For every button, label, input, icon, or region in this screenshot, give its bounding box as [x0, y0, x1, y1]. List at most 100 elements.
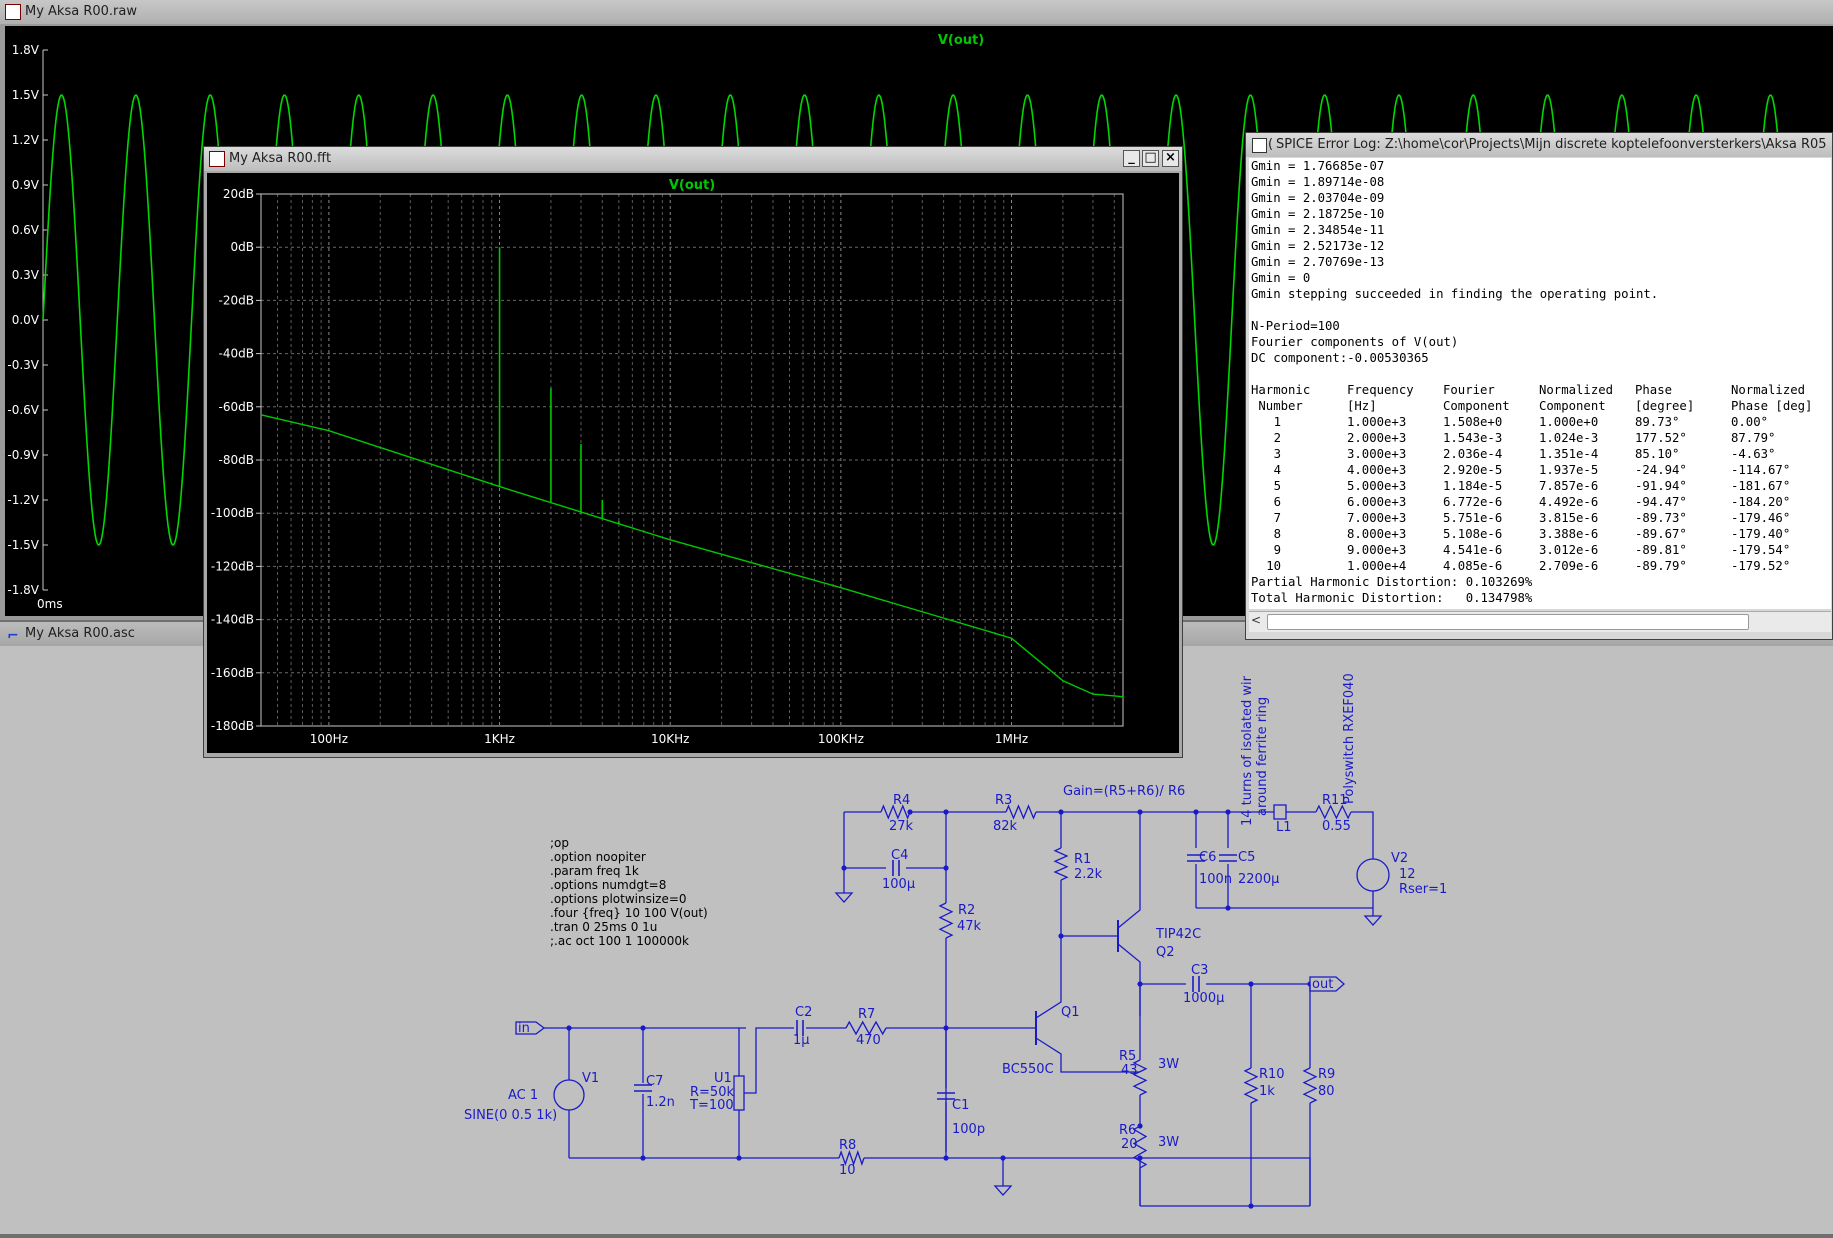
raw-window-titlebar[interactable]: My Aksa R00.raw	[0, 0, 1833, 24]
log-table-cell: 2.709e-6	[1539, 559, 1599, 573]
resistor-R11[interactable]	[1315, 804, 1352, 820]
resistor-R8[interactable]	[838, 1150, 865, 1166]
log-table-cell: -179.54°	[1731, 543, 1791, 557]
inductor-note-2[interactable]: around ferrite ring	[1255, 697, 1270, 816]
component-label: 100p	[952, 1122, 985, 1137]
resistor-R9[interactable]	[1302, 1067, 1318, 1104]
fft-window-titlebar[interactable]: My Aksa R00.fft _ □ ×	[204, 147, 1182, 171]
log-table-cell: 6.772e-6	[1443, 495, 1503, 509]
component-label: V1	[582, 1071, 599, 1086]
spice-directive[interactable]: .tran 0 25ms 0 1u	[550, 920, 657, 934]
spice-directive[interactable]: ;op	[550, 836, 569, 850]
component-label: 2200µ	[1238, 872, 1279, 887]
wire	[1035, 936, 1062, 1019]
fft-noise-floor-line	[260, 414, 1124, 698]
raw-x-start-label: 0ms	[37, 597, 63, 611]
component-label: C5	[1238, 850, 1255, 865]
scroll-left-arrow[interactable]: <	[1251, 613, 1262, 627]
resistor-R1[interactable]	[1053, 847, 1069, 881]
component-label: 47k	[957, 919, 982, 934]
horizontal-scrollbar[interactable]: <	[1249, 611, 1831, 632]
log-line: Partial Harmonic Distortion: 0.103269%	[1251, 575, 1533, 589]
log-table-cell: 4.000e+3	[1347, 463, 1407, 477]
spice-log-window[interactable]: ( SPICE Error Log: Z:\home\cor\Projects\…	[1245, 132, 1833, 640]
fft-window-title: My Aksa R00.fft	[229, 151, 332, 166]
log-table-cell: -4.63°	[1731, 447, 1776, 461]
raw-trace-label[interactable]: V(out)	[938, 33, 984, 48]
log-table-cell: 1.937e-5	[1539, 463, 1599, 477]
gain-note[interactable]: Gain=(R5+R6)/ R6	[1063, 784, 1185, 799]
fft-trace-label[interactable]: V(out)	[669, 178, 715, 193]
fft-x-tick-label: 100KHz	[818, 732, 864, 746]
resistor-R10[interactable]	[1243, 1067, 1259, 1104]
resistor-R3[interactable]	[1005, 804, 1037, 820]
wire	[843, 812, 886, 869]
log-table-cell: 1.184e-5	[1443, 479, 1503, 493]
log-line: Gmin = 2.52173e-12	[1251, 239, 1385, 253]
resistor-R7[interactable]	[845, 1020, 887, 1036]
wire	[1351, 811, 1374, 833]
fft-x-tick-label: 100Hz	[310, 732, 348, 746]
potentiometer-U1[interactable]	[733, 1075, 745, 1111]
spice-directive[interactable]: .option noopiter	[550, 850, 646, 864]
maximize-button[interactable]: □	[1142, 150, 1159, 167]
schematic-window-title: My Aksa R00.asc	[25, 626, 135, 641]
minimize-button[interactable]: _	[1123, 150, 1140, 167]
voltage-source-V1[interactable]	[553, 1079, 585, 1111]
fft-y-tick-label: -160dB	[211, 666, 254, 680]
voltage-source-V2[interactable]	[1356, 858, 1390, 892]
component-label: C1	[952, 1098, 969, 1113]
inductor-L1[interactable]	[1273, 804, 1287, 820]
log-table-cell: 1.000e+0	[1539, 415, 1599, 429]
spice-directive[interactable]: ;.ac oct 100 1 100000k	[550, 934, 689, 948]
component-label: T=100	[689, 1098, 734, 1113]
log-table-cell: 1.543e-3	[1443, 431, 1503, 445]
resistor-R6[interactable]	[1132, 1125, 1148, 1169]
wire	[1117, 943, 1141, 1016]
log-line	[1251, 366, 1831, 382]
component-label: R5	[1119, 1049, 1136, 1064]
resistor-R5[interactable]	[1132, 1059, 1148, 1096]
scrollbar-thumb[interactable]	[1267, 614, 1749, 630]
fft-y-tick-label: -180dB	[211, 719, 254, 733]
spice-directive[interactable]: .options numdgt=8	[550, 878, 666, 892]
close-button[interactable]: ×	[1162, 150, 1179, 167]
junction-dot	[907, 809, 913, 815]
raw-y-tick-label: -0.3V	[7, 358, 39, 372]
log-line: DC component:-0.00530365	[1251, 351, 1429, 365]
log-table-cell: -114.67°	[1731, 463, 1791, 477]
component-label: R3	[995, 793, 1012, 808]
log-line: Gmin = 2.34854e-11	[1251, 223, 1385, 237]
log-table-cell: -89.79°	[1635, 559, 1687, 573]
fft-chart-svg: V(out) 20dB0dB-20dB-40dB-60dB-80dB-100dB…	[211, 178, 1124, 746]
component-label: 10	[839, 1163, 856, 1178]
in-net-label-box[interactable]	[515, 1021, 546, 1035]
raw-y-tick-label: -0.9V	[7, 448, 39, 462]
log-table-cell: 7	[1273, 511, 1281, 525]
log-line: Gmin = 2.03704e-09	[1251, 191, 1385, 205]
fft-y-tick-label: 20dB	[223, 187, 254, 201]
raw-y-tick-label: 1.8V	[12, 43, 40, 57]
fft-y-tick-label: -40dB	[219, 347, 254, 361]
log-line: Gmin = 1.89714e-08	[1251, 175, 1385, 189]
log-table-cell: 89.73°	[1635, 415, 1680, 429]
inductor-note[interactable]: 14 turns of isolated wir	[1240, 675, 1255, 826]
log-table-cell: 0.00°	[1731, 415, 1769, 429]
spice-directive[interactable]: .four {freq} 10 100 V(out)	[550, 906, 708, 920]
polyswitch-note[interactable]: Polyswitch RXEF040	[1342, 673, 1357, 804]
log-table-cell: 10	[1266, 559, 1281, 573]
spice-directive[interactable]: .options plotwinsize=0	[550, 892, 687, 906]
spice-directive[interactable]: .param freq 1k	[550, 864, 639, 878]
log-line: Fourier components of V(out)	[1251, 335, 1459, 349]
resistor-R4[interactable]	[880, 804, 911, 820]
log-title-prefix: (	[1268, 137, 1274, 152]
resistor-R2[interactable]	[938, 902, 954, 939]
spice-log-titlebar[interactable]: ( SPICE Error Log: Z:\home\cor\Projects\…	[1246, 133, 1832, 157]
log-table-cell: -94.47°	[1635, 495, 1687, 509]
